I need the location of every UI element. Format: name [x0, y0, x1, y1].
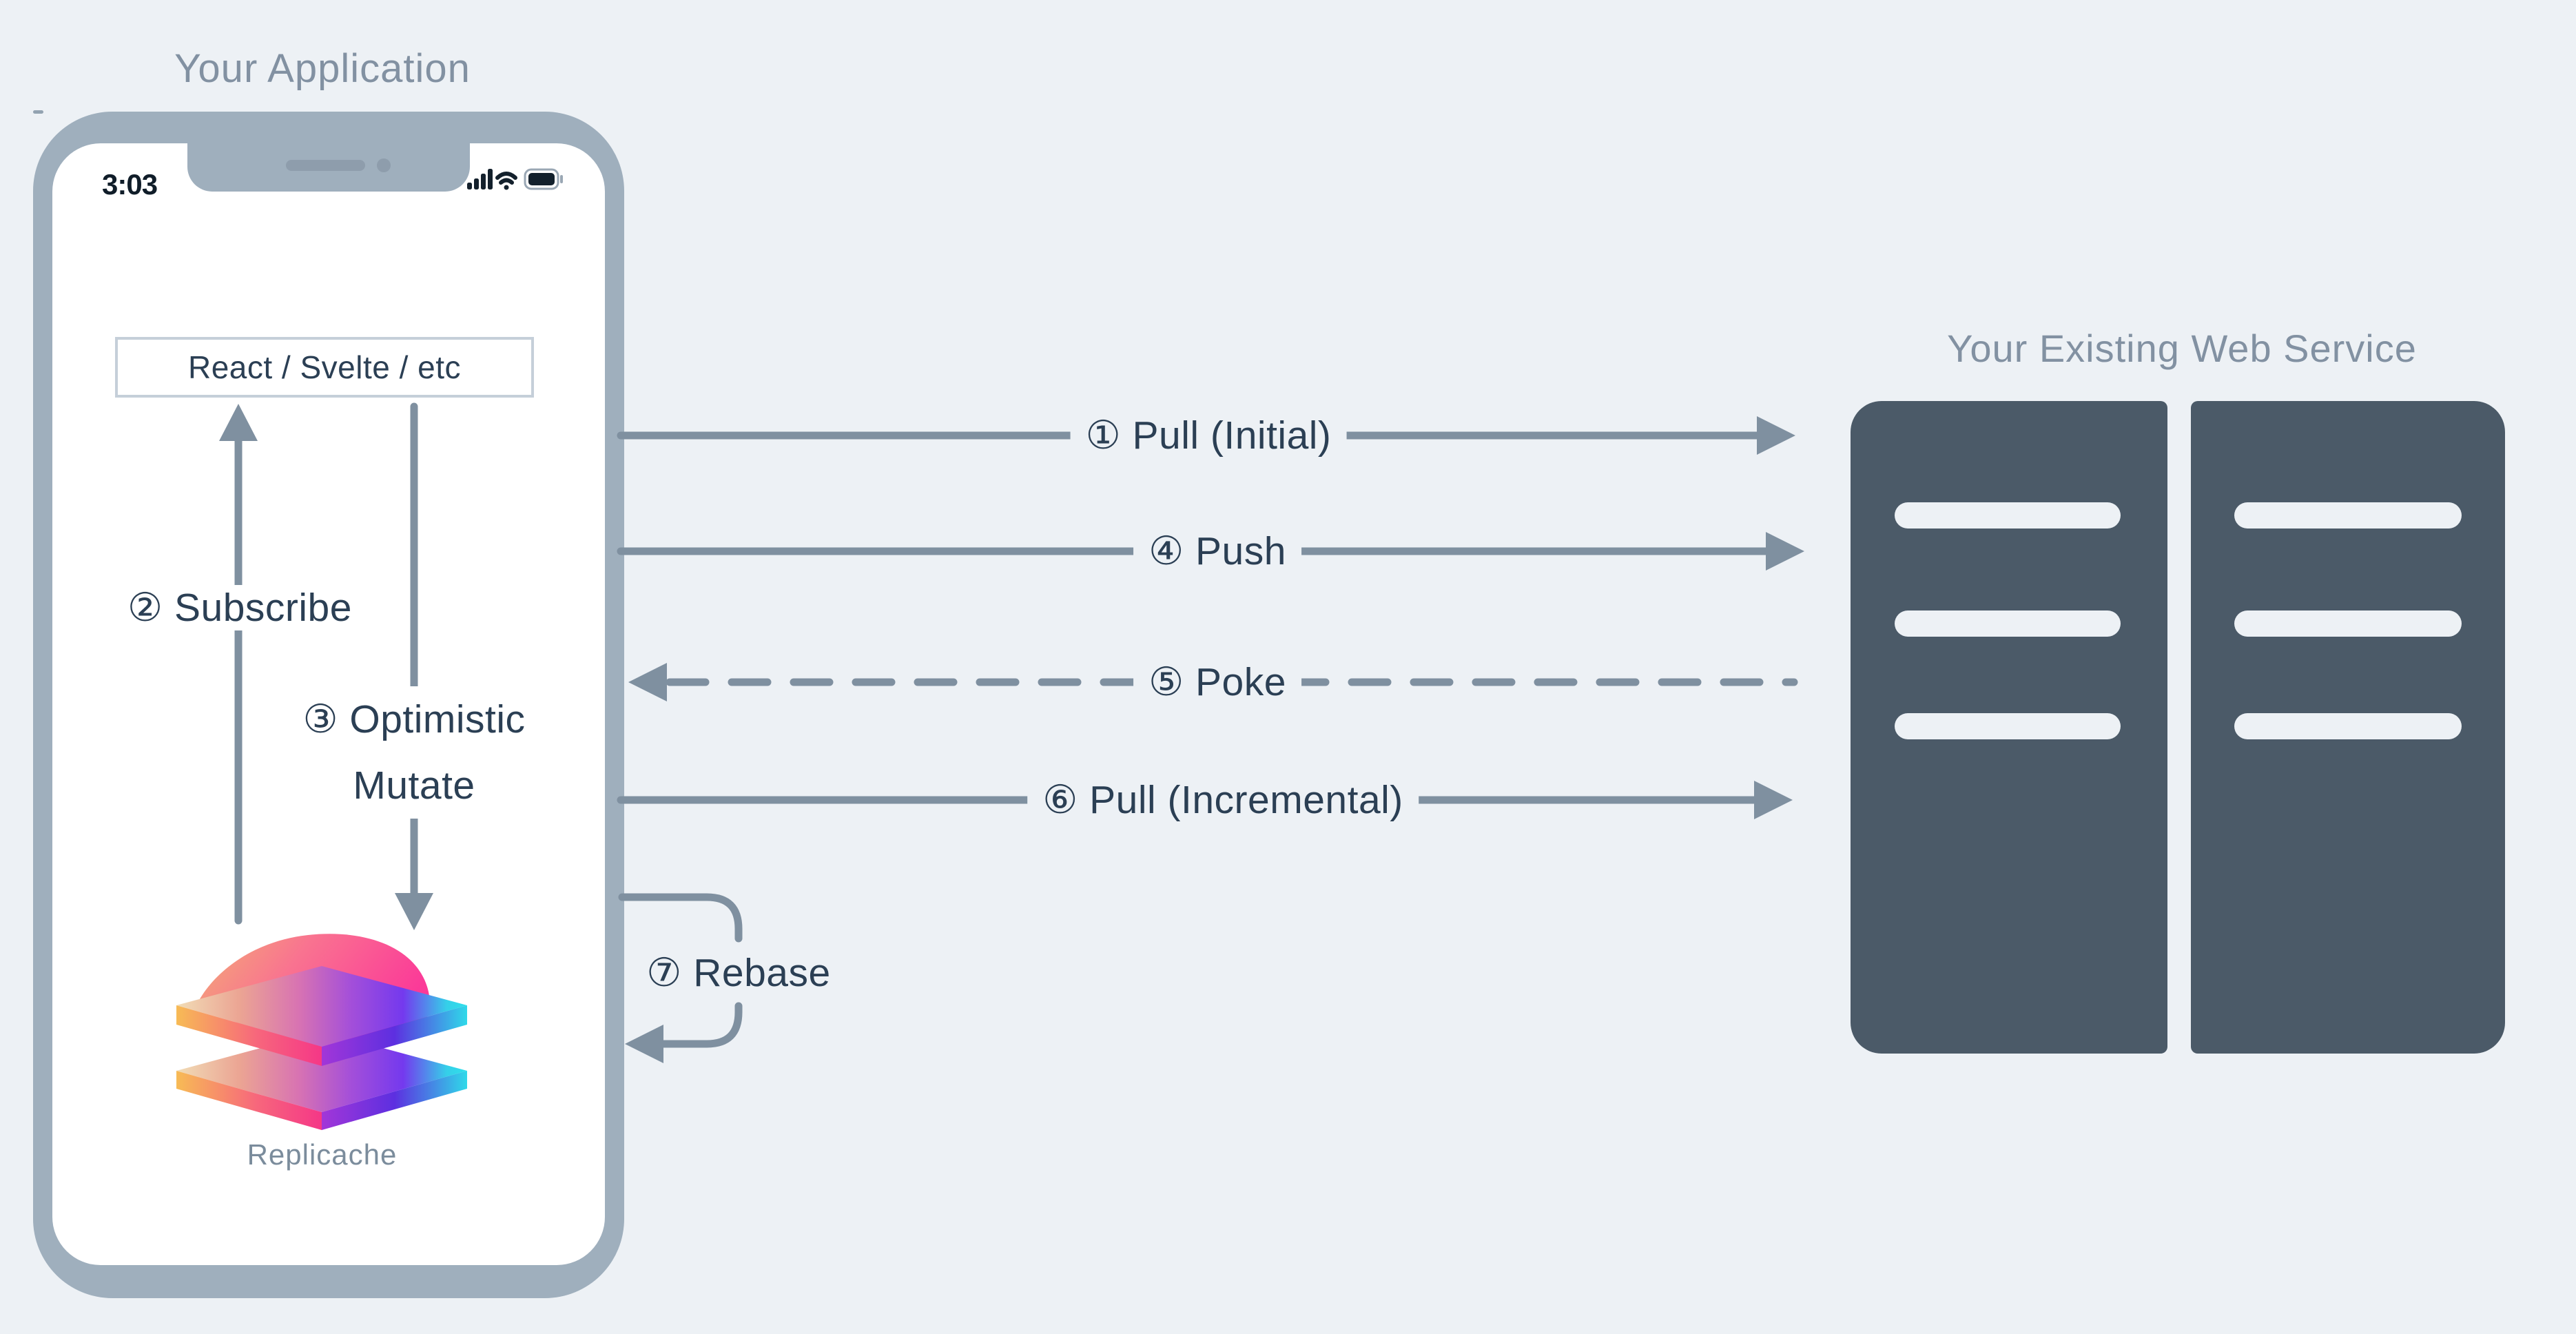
- server-slot: [1895, 610, 2121, 637]
- rebase-label: ⑦ Rebase: [631, 950, 846, 996]
- subscribe-arrowhead-up: [219, 404, 258, 441]
- framework-box: React / Svelte / etc: [115, 337, 534, 398]
- optimistic-mutate-line1: ③ Optimistic: [302, 697, 526, 741]
- phone-notch: [187, 143, 470, 192]
- poke-arrowhead: [628, 663, 667, 701]
- server-slot: [1895, 713, 2121, 739]
- push-label: ④ Push: [1133, 529, 1301, 574]
- replicache-logo: [176, 934, 467, 1130]
- pull-initial-arrowhead: [1757, 416, 1795, 455]
- pull-incremental-arrowhead: [1754, 781, 1793, 819]
- signal-bars-icon: [467, 169, 493, 189]
- server-rack-left: [1851, 401, 2167, 1054]
- logo-upper-plate: [176, 966, 467, 1066]
- server-slot: [1895, 502, 2121, 529]
- mutate-arrowhead-down: [395, 893, 433, 930]
- status-time: 3:03: [102, 168, 158, 201]
- poke-label: ⑤ Poke: [1133, 659, 1301, 705]
- camera-dot-icon: [377, 158, 391, 172]
- optimistic-mutate-label: ③ Optimistic Mutate: [260, 686, 568, 819]
- server-slot: [2234, 713, 2462, 739]
- subscribe-label: ② Subscribe: [112, 585, 367, 630]
- service-title: Your Existing Web Service: [1947, 327, 2417, 370]
- battery-icon: [524, 168, 563, 190]
- server-rack-right: [2191, 401, 2505, 1054]
- rebase-arrowhead: [625, 1025, 663, 1063]
- server-slot: [2234, 502, 2462, 529]
- push-arrowhead: [1766, 532, 1804, 571]
- pull-initial-label: ① Pull (Initial): [1070, 413, 1347, 458]
- replicache-caption: Replicache: [247, 1138, 398, 1171]
- optimistic-mutate-line2: Mutate: [353, 763, 475, 808]
- stray-dash-artifact: [33, 110, 43, 114]
- speaker-grille-icon: [286, 160, 365, 171]
- status-icons: [467, 168, 563, 190]
- server-slot: [2234, 610, 2462, 637]
- wifi-icon: [495, 172, 517, 190]
- framework-label: React / Svelte / etc: [187, 349, 462, 385]
- logo-lower-plate: [176, 1032, 467, 1130]
- rebase-loop-arrow: [618, 893, 743, 1048]
- app-title: Your Application: [174, 46, 471, 91]
- pull-incremental-label: ⑥ Pull (Incremental): [1027, 777, 1419, 823]
